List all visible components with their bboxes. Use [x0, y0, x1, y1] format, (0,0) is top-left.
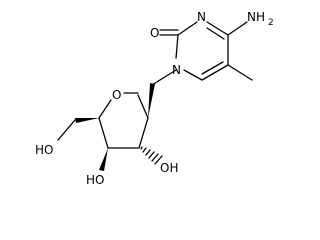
bond-c5-c6	[201, 64, 229, 81]
hash-c2prime-oh	[140, 146, 163, 165]
bond-c4-amino	[227, 21, 248, 36]
bond-c5-methyl	[227, 64, 253, 81]
chemical-structure: N N O NH 2 O HO HO OH	[35, 10, 274, 187]
furanose-ring	[98, 92, 149, 149]
atom-carbonyl-o: O	[150, 26, 159, 40]
atom-ho-ch2: HO	[35, 143, 53, 157]
bond-c6-n1	[183, 69, 203, 81]
wedge-c4prime-ch2	[75, 118, 99, 123]
atom-oh-c2: OH	[160, 161, 178, 175]
atom-amino-subscript: 2	[268, 18, 274, 28]
atom-n1: N	[172, 63, 181, 77]
bond-n3-c4-inner	[206, 27, 225, 40]
bond-ch2-oh	[57, 119, 76, 141]
bond-o4prime-c4prime	[98, 99, 112, 119]
wedge-c1prime	[148, 83, 155, 118]
bond-n3-c4	[206, 21, 229, 36]
atom-amino: NH	[247, 10, 265, 24]
pyrimidine-ring	[175, 21, 229, 81]
bond-c2-n3	[177, 21, 198, 36]
carbonyl-bond	[159, 29, 179, 36]
bond-c1prime-apex	[137, 94, 149, 119]
bond-n1-c2	[175, 34, 179, 59]
bond-c2prime-c1prime	[138, 117, 149, 149]
atom-n3: N	[197, 10, 206, 24]
atom-ho-c3: HO	[86, 173, 104, 187]
atom-ring-o: O	[112, 88, 121, 102]
wedge-c3prime-oh	[99, 148, 108, 171]
bond-n1-c1prime	[151, 69, 177, 86]
bond-c4prime-c3prime	[98, 117, 109, 149]
bond-c5-c6-inner	[201, 61, 224, 75]
